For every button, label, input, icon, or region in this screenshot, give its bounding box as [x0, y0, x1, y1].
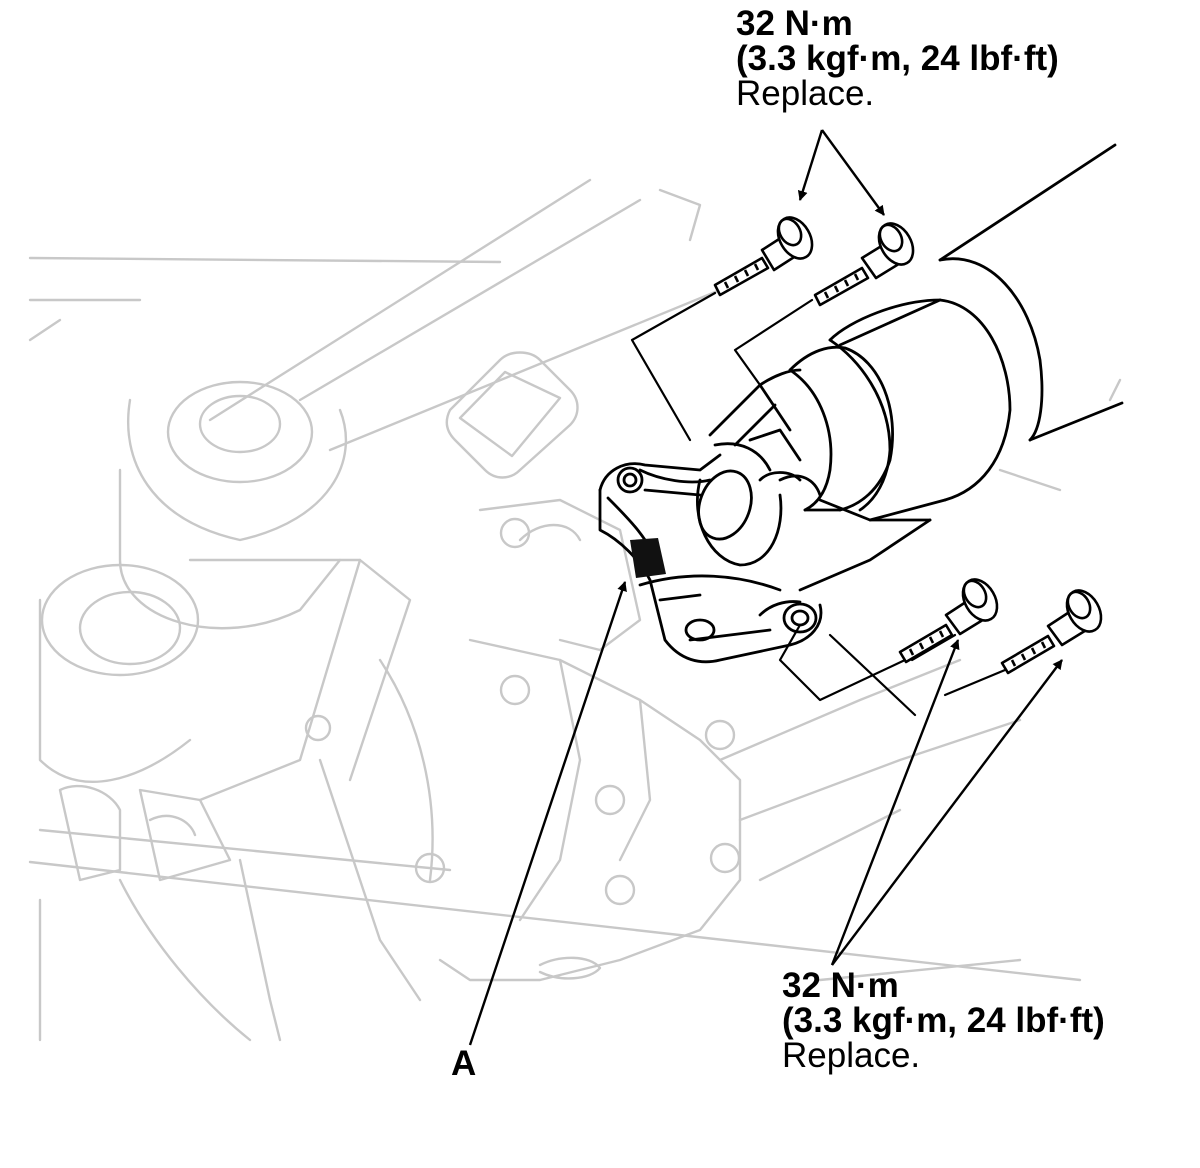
torque-conversion: (3.3 kgf·m, 24 lbf·ft) — [736, 39, 1059, 78]
torque-callout-bottom: 32 N·m (3.3 kgf·m, 24 lbf·ft) Replace. — [782, 968, 1105, 1073]
leader-bottom-to-bolt-right — [831, 659, 1063, 966]
bolt-bottom-right — [1000, 589, 1103, 675]
torque-value: 32 N·m — [782, 966, 899, 1005]
bolt-top-right — [813, 222, 915, 307]
torque-value: 32 N·m — [736, 4, 853, 43]
replace-note: Replace. — [782, 1036, 921, 1075]
leader-lines — [468, 129, 1063, 1046]
background-subframe — [28, 178, 1122, 1042]
propeller-shaft — [598, 143, 1124, 664]
replace-note: Replace. — [736, 74, 875, 113]
leader-top-to-bolt-left — [797, 129, 824, 201]
torque-conversion: (3.3 kgf·m, 24 lbf·ft) — [782, 1001, 1105, 1040]
bolt-top-left — [713, 216, 814, 297]
leader-bottom-to-bolt-left — [830, 639, 960, 966]
part-label-a: A — [451, 1044, 477, 1083]
bolt-bottom-left — [898, 578, 999, 664]
torque-callout-top: 32 N·m (3.3 kgf·m, 24 lbf·ft) Replace. — [736, 6, 1059, 111]
leader-top-to-bolt-right — [821, 129, 885, 216]
leader-a-to-paint-mark — [468, 581, 627, 1046]
paint-mark — [630, 538, 666, 578]
flange-outline-lines — [630, 291, 1007, 717]
